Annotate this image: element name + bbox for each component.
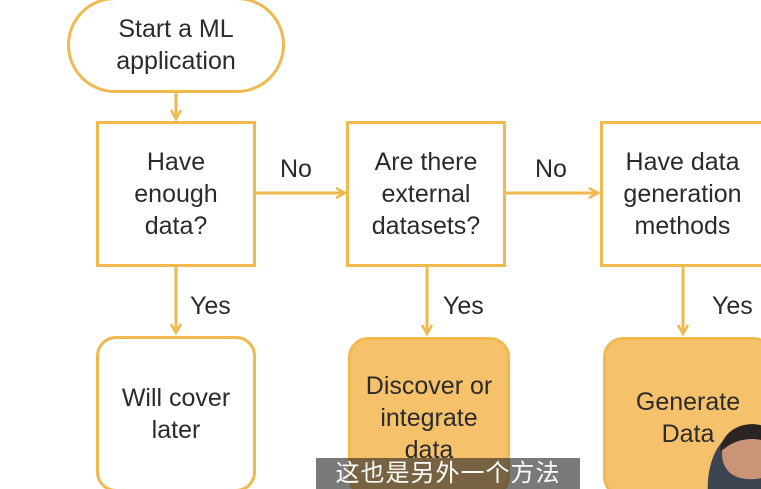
decision-data-generation: Have data generation methods xyxy=(600,121,761,267)
q2-line-2: external xyxy=(381,180,471,208)
label-yes-1: Yes xyxy=(190,292,231,320)
start-line-2: application xyxy=(116,47,236,75)
q3-line-2: generation xyxy=(623,180,742,208)
start-line-1: Start a ML xyxy=(118,15,234,43)
label-no-1: No xyxy=(280,155,312,183)
q1-line-1: Have xyxy=(146,148,206,176)
label-yes-3: Yes xyxy=(712,292,753,320)
r3-line-2: Data xyxy=(661,420,715,448)
r1-line-2: later xyxy=(151,416,201,444)
start-node: Start a ML application xyxy=(67,0,285,93)
q1-line-2: enough xyxy=(134,180,218,208)
q1-line-3: data? xyxy=(144,212,208,240)
label-yes-2: Yes xyxy=(443,292,484,320)
q2-line-3: datasets? xyxy=(371,212,481,240)
r3-line-1: Generate xyxy=(635,388,741,416)
decision-external-datasets: Are there external datasets? xyxy=(346,121,506,267)
presenter-video-overlay xyxy=(707,424,761,489)
video-subtitle: 这也是另外一个方法 xyxy=(316,458,580,489)
r2-line-1: Discover or xyxy=(365,372,493,400)
q2-line-1: Are there xyxy=(374,148,478,176)
r1-line-1: Will cover xyxy=(121,384,231,412)
label-no-2: No xyxy=(535,155,567,183)
q3-line-3: methods xyxy=(634,212,731,240)
decision-enough-data: Have enough data? xyxy=(96,121,256,267)
result-will-cover-later: Will cover later xyxy=(96,336,256,489)
q3-line-1: Have data xyxy=(625,148,740,176)
r2-line-2: integrate xyxy=(380,404,478,432)
